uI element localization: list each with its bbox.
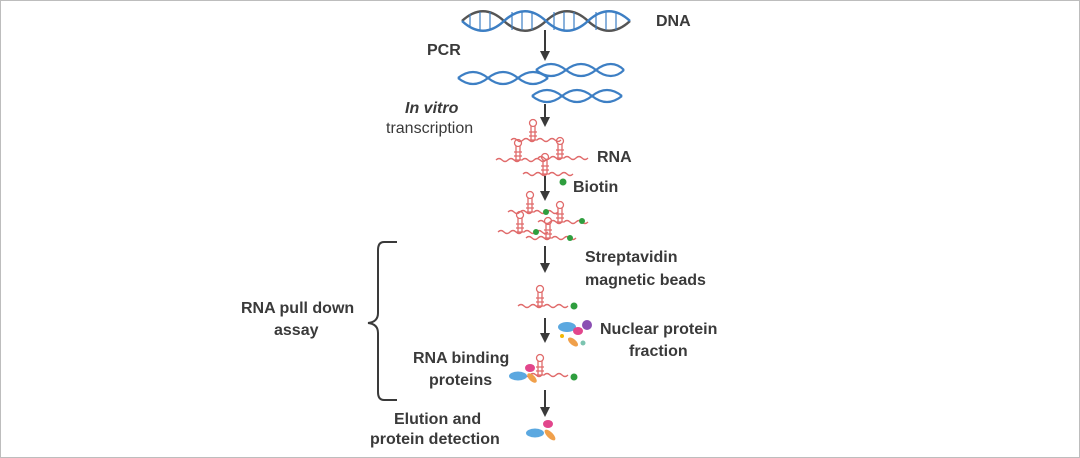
fraction-label: fraction bbox=[629, 343, 688, 360]
nuclear-proteins-icon bbox=[558, 320, 592, 347]
biotin-label: Biotin bbox=[573, 179, 618, 196]
pcr-dna-copies-icon bbox=[457, 62, 625, 104]
rna-label: RNA bbox=[597, 149, 632, 166]
pull-down-bracket bbox=[367, 241, 397, 401]
assay-label: assay bbox=[274, 322, 319, 339]
magnetic-beads-label: magnetic beads bbox=[585, 272, 706, 289]
protein-detection-label: protein detection bbox=[370, 431, 500, 448]
dna-helix-icon bbox=[461, 10, 631, 32]
rna-binding-label: RNA binding bbox=[413, 350, 509, 367]
in-vitro-label: In vitro bbox=[405, 100, 459, 117]
transcription-label: transcription bbox=[386, 120, 473, 137]
nuclear-protein-label: Nuclear protein bbox=[600, 321, 717, 338]
rna-bead-complex-icon bbox=[517, 284, 587, 313]
dna-label: DNA bbox=[656, 13, 691, 30]
streptavidin-bead-icon bbox=[567, 251, 574, 265]
biotin-icon bbox=[559, 178, 567, 186]
eluted-proteins-icon bbox=[526, 420, 556, 441]
elution-label: Elution and bbox=[394, 411, 481, 428]
biotinylated-rna-icon bbox=[497, 190, 589, 241]
rna-molecules-icon bbox=[495, 118, 589, 177]
rna-protein-complex-icon bbox=[509, 353, 587, 384]
rna-pull-down-label: RNA pull down bbox=[241, 300, 354, 317]
streptavidin-label: Streptavidin bbox=[585, 249, 677, 266]
proteins-label: proteins bbox=[429, 372, 492, 389]
pcr-label: PCR bbox=[427, 42, 461, 59]
